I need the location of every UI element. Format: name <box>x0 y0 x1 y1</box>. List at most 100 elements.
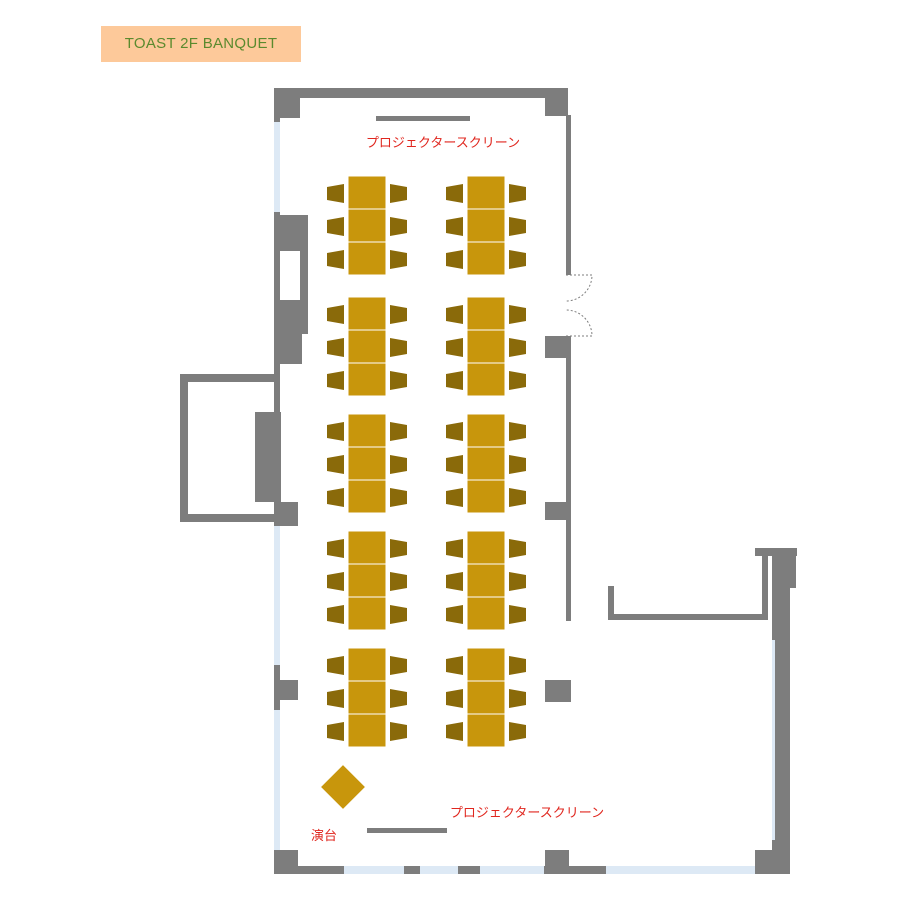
chair <box>446 455 463 474</box>
table <box>466 647 506 682</box>
ext-wall-right <box>772 556 790 866</box>
chair <box>509 305 526 324</box>
table <box>347 175 387 210</box>
chair <box>390 689 407 708</box>
chair <box>509 689 526 708</box>
chair <box>327 572 344 591</box>
chair <box>446 422 463 441</box>
chair <box>327 422 344 441</box>
chair <box>509 539 526 558</box>
seating-area <box>327 175 526 748</box>
column-left-5 <box>280 680 298 700</box>
table <box>466 530 506 565</box>
table <box>347 530 387 565</box>
chair <box>509 338 526 357</box>
ext-wall-stub <box>608 586 614 620</box>
table <box>466 362 506 397</box>
chair <box>390 455 407 474</box>
chair <box>327 488 344 507</box>
chair <box>327 305 344 324</box>
chair <box>509 371 526 390</box>
ext-corner-top <box>755 548 797 556</box>
chair <box>509 184 526 203</box>
table <box>347 208 387 243</box>
table <box>466 563 506 598</box>
window-bottom-4 <box>606 866 756 874</box>
table <box>466 175 506 210</box>
table-group <box>327 647 407 748</box>
column-left-4 <box>274 502 298 526</box>
annex-wall-bottom <box>180 514 276 522</box>
chair <box>390 656 407 675</box>
table <box>347 296 387 331</box>
chair <box>446 488 463 507</box>
chair <box>327 338 344 357</box>
table <box>347 446 387 481</box>
table-group <box>446 530 526 631</box>
chair <box>390 371 407 390</box>
table <box>347 413 387 448</box>
table <box>347 362 387 397</box>
window-bottom-2 <box>420 866 458 874</box>
chair <box>327 217 344 236</box>
chair <box>446 656 463 675</box>
table-group <box>327 413 407 514</box>
window-left-1 <box>274 122 280 212</box>
projector-screen-top <box>376 116 470 121</box>
door-lower <box>565 309 593 337</box>
chair <box>390 338 407 357</box>
chair <box>509 422 526 441</box>
chair <box>390 250 407 269</box>
door-upper <box>565 274 593 302</box>
wall-right-lower <box>566 336 571 621</box>
column-left-2 <box>274 300 308 334</box>
chair <box>327 605 344 624</box>
chair <box>446 689 463 708</box>
chair <box>327 539 344 558</box>
chair <box>327 722 344 741</box>
chair <box>509 250 526 269</box>
window-bottom-3 <box>480 866 544 874</box>
floor-title: TOAST 2F BANQUET <box>101 26 301 62</box>
window-bottom-1 <box>344 866 404 874</box>
podium <box>319 763 367 811</box>
table <box>466 479 506 514</box>
table-group <box>327 296 407 397</box>
table <box>466 296 506 331</box>
chair <box>509 217 526 236</box>
chair <box>327 250 344 269</box>
chair <box>390 572 407 591</box>
chair <box>509 455 526 474</box>
ext-window <box>772 640 775 840</box>
chair <box>390 217 407 236</box>
table <box>466 329 506 364</box>
table <box>347 713 387 748</box>
column-left-1 <box>274 215 308 251</box>
chair <box>446 184 463 203</box>
table <box>466 596 506 631</box>
recess-wall <box>300 251 308 301</box>
chair <box>390 488 407 507</box>
table-group <box>446 175 526 276</box>
annex-wall-left <box>180 374 188 520</box>
table <box>347 596 387 631</box>
chair <box>446 722 463 741</box>
podium-label: 演台 <box>311 828 337 844</box>
table <box>466 413 506 448</box>
wall-top <box>274 88 568 98</box>
chair <box>390 184 407 203</box>
chair <box>327 656 344 675</box>
table <box>466 446 506 481</box>
column-right-3 <box>545 680 571 702</box>
chair <box>446 371 463 390</box>
table <box>466 680 506 715</box>
chair <box>390 305 407 324</box>
screen-label-bottom: プロジェクタースクリーン <box>450 806 604 821</box>
chair <box>509 572 526 591</box>
chair <box>446 305 463 324</box>
chair <box>327 184 344 203</box>
chair <box>509 656 526 675</box>
chair <box>446 572 463 591</box>
chair <box>446 338 463 357</box>
table-group <box>327 530 407 631</box>
